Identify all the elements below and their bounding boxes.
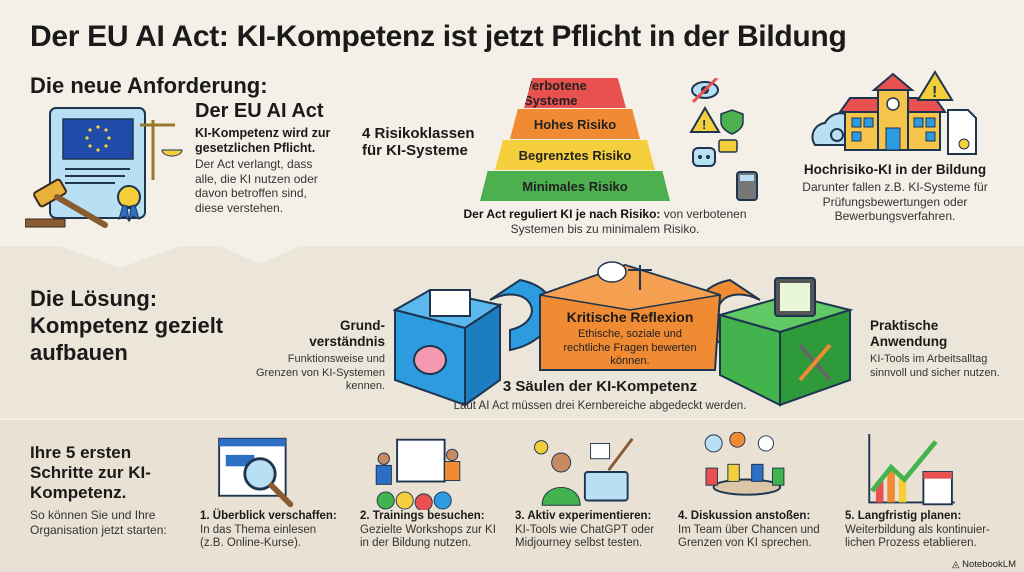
steps-band — [0, 420, 1024, 572]
section2-heading: Die Lösung: Kompetenz gezielt aufbauen — [30, 286, 224, 365]
growth-chart-calendar-icon — [868, 434, 955, 506]
pyramid-caption: Der Act reguliert KI je nach Risiko: von… — [440, 207, 770, 236]
magnifier-browser-icon — [218, 437, 294, 508]
step-text: KI-Tools wie ChatGPT oder Midjourney sel… — [515, 523, 655, 550]
training-workshop-icon — [375, 438, 461, 510]
warning-shield-icon: ! — [689, 106, 744, 135]
step-text: Gezielte Workshops zur KI in der Bildung… — [360, 523, 496, 550]
step-2: 2. Trainings besuchen:Gezielte Workshops… — [360, 510, 510, 551]
step-text: Weiterbildung als kontinuier-lichen Proz… — [845, 523, 990, 550]
pillar-title: Kritische Reflexion — [566, 309, 694, 325]
highrisk-title: Hochrisiko-KI in der Bildung — [803, 162, 987, 177]
eye-slash-icon — [691, 78, 719, 104]
pillars-subtitle: Laut AI Act müssen drei Kernbereiche abg… — [453, 400, 747, 412]
notebooklm-watermark: ◬ NotebookLM — [952, 559, 1016, 570]
pyramid-level-limited: Begrenztes Risiko — [495, 140, 655, 170]
eu-act-document-illustration — [25, 107, 183, 228]
pillars-title: 3 Säulen der KI-Kompetenz — [502, 378, 698, 395]
act-title: Der EU AI Act — [195, 100, 324, 122]
ethics-icons — [597, 261, 652, 290]
highrisk-block: Hochrisiko-KI in der Bildung Darunter fa… — [800, 162, 990, 224]
calculator-icon — [736, 171, 758, 201]
highrisk-text: Darunter fallen z.B. KI-Systeme für Prüf… — [802, 180, 988, 223]
step-title: 2. Trainings besuchen: — [360, 510, 485, 522]
pillar-critical-reflection: Kritische Reflexion Ethische, soziale un… — [555, 309, 705, 369]
school-illustration: ! — [811, 70, 977, 155]
three-pillars-illustration — [392, 261, 854, 407]
pillar-text: Ethische, soziale und rechtliche Fragen … — [563, 328, 697, 367]
notebooklm-logo-icon: ◬ — [952, 559, 963, 570]
pyramid-caption-bold: Der Act reguliert KI je nach Risiko: — [463, 207, 661, 221]
pillar-center-orange — [539, 263, 722, 371]
team-discussion-icon — [704, 432, 785, 496]
chatbot-icon — [692, 139, 738, 167]
pyramid-level-high: Hohes Risiko — [510, 109, 640, 139]
svg-text:!: ! — [702, 117, 706, 132]
pyramid-level-forbidden: Verbotene Systeme — [524, 78, 626, 108]
section1-heading: Die neue Anforderung: — [30, 73, 268, 98]
risk-icons: ! — [689, 78, 758, 201]
section3-text: So können Sie und Ihre Organisation jetz… — [30, 508, 167, 537]
book-icon — [429, 289, 471, 317]
pillar-text: Funktionsweise und Grenzen von KI-System… — [255, 353, 385, 392]
pyramid-level-minimal: Minimales Risiko — [480, 171, 670, 201]
brain-icon — [413, 345, 447, 375]
band-notches — [60, 246, 300, 268]
act-text: Der Act verlangt, dass alle, die KI nutz… — [195, 157, 318, 215]
risk-classes-label: 4 Risikoklassen für KI-Systeme — [362, 125, 475, 159]
step-title: 4. Diskussion anstoßen: — [678, 510, 811, 522]
step-title: 5. Langfristig planen: — [845, 510, 962, 522]
page-title: Der EU AI Act: KI-Kompetenz ist jetzt Pf… — [30, 20, 847, 53]
step-5: 5. Langfristig planen:Weiterbildung als … — [845, 510, 1020, 551]
pyramid-caption-text: von verbotenen Systemen bis zu minimalem… — [510, 207, 747, 236]
step-title: 3. Aktiv experimentieren: — [515, 510, 652, 522]
section3-heading: Ihre 5 ersten Schritte zur KI-Kompetenz. — [30, 443, 151, 502]
step-4: 4. Diskussion anstoßen:Im Team über Chan… — [678, 510, 838, 551]
pillar-left-blue — [392, 288, 503, 407]
step-text: In das Thema einlesen (z.B. Online-Kurse… — [200, 523, 317, 550]
svg-text:!: ! — [932, 84, 937, 101]
act-subtitle: KI-Kompetenz wird zur gesetzlichen Pflic… — [195, 126, 331, 155]
pillar-title: Grund-verständnis — [309, 318, 385, 349]
experiment-computer-icon — [534, 437, 634, 506]
step-1: 1. Überblick verschaffen:In das Thema ei… — [200, 510, 350, 551]
step-3: 3. Aktiv experimentieren:KI-Tools wie Ch… — [515, 510, 673, 551]
step-title: 1. Überblick verschaffen: — [200, 510, 337, 522]
pillar-practical-application: Praktische Anwendung KI-Tools im Arbeits… — [870, 318, 1020, 380]
step-text: Im Team über Chancen und Grenzen von KI … — [678, 523, 820, 550]
watermark-text: NotebookLM — [962, 559, 1016, 570]
pillar-text: KI-Tools im Arbeitsalltag sinnvoll und s… — [870, 353, 1000, 379]
risk-pyramid: Verbotene Systeme Hohes Risiko Begrenzte… — [480, 78, 670, 202]
pillar-right-green — [716, 277, 854, 407]
warning-icon — [916, 70, 954, 101]
pillar-title: Praktische Anwendung — [870, 318, 948, 349]
pillar-basic-understanding: Grund-verständnis Funktionsweise und Gre… — [245, 318, 385, 394]
